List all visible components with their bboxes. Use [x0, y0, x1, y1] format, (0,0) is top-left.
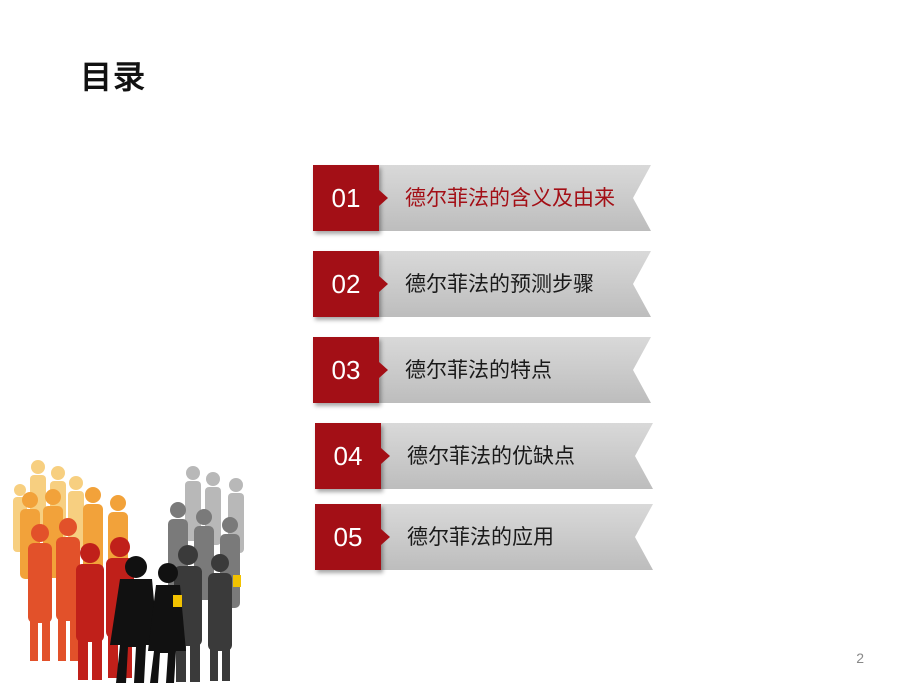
- toc-number: 03: [331, 355, 361, 385]
- toc-label: 德尔菲法的含义及由来: [405, 186, 615, 210]
- toc-notch-arrow: [379, 276, 388, 292]
- toc-label: 德尔菲法的应用: [407, 525, 554, 549]
- toc-number-box: 05: [315, 504, 381, 570]
- toc-number: 05: [333, 522, 363, 552]
- page-number: 2: [856, 650, 864, 666]
- toc-notch-arrow: [379, 190, 388, 206]
- toc-item-04[interactable]: 04 德尔菲法的优缺点: [315, 423, 655, 489]
- toc-number-box: 04: [315, 423, 381, 489]
- toc-label: 德尔菲法的优缺点: [407, 444, 575, 468]
- toc-number: 01: [331, 183, 361, 213]
- toc-number: 02: [331, 269, 361, 299]
- toc-number: 04: [333, 441, 363, 471]
- toc-ribbon: [379, 337, 653, 403]
- crowd-of-people-silhouettes-icon: [8, 455, 253, 685]
- toc-number-box: 03: [313, 337, 379, 403]
- toc-item-03[interactable]: 03 德尔菲法的特点: [313, 337, 653, 403]
- toc-ribbon: [381, 423, 655, 489]
- toc-item-05[interactable]: 05 德尔菲法的应用: [315, 504, 655, 570]
- toc-number-box: 01: [313, 165, 379, 231]
- toc-notch-arrow: [381, 448, 390, 464]
- toc-item-01[interactable]: 01 德尔菲法的含义及由来: [313, 165, 653, 231]
- slide-title: 目录: [80, 58, 147, 96]
- toc-label: 德尔菲法的预测步骤: [405, 272, 594, 296]
- toc-number-box: 02: [313, 251, 379, 317]
- toc-ribbon: [381, 504, 655, 570]
- toc-ribbon: [379, 251, 653, 317]
- toc-notch-arrow: [381, 529, 390, 545]
- toc-label: 德尔菲法的特点: [405, 358, 552, 382]
- toc-ribbon: [379, 165, 653, 231]
- toc-item-02[interactable]: 02 德尔菲法的预测步骤: [313, 251, 653, 317]
- toc-notch-arrow: [379, 362, 388, 378]
